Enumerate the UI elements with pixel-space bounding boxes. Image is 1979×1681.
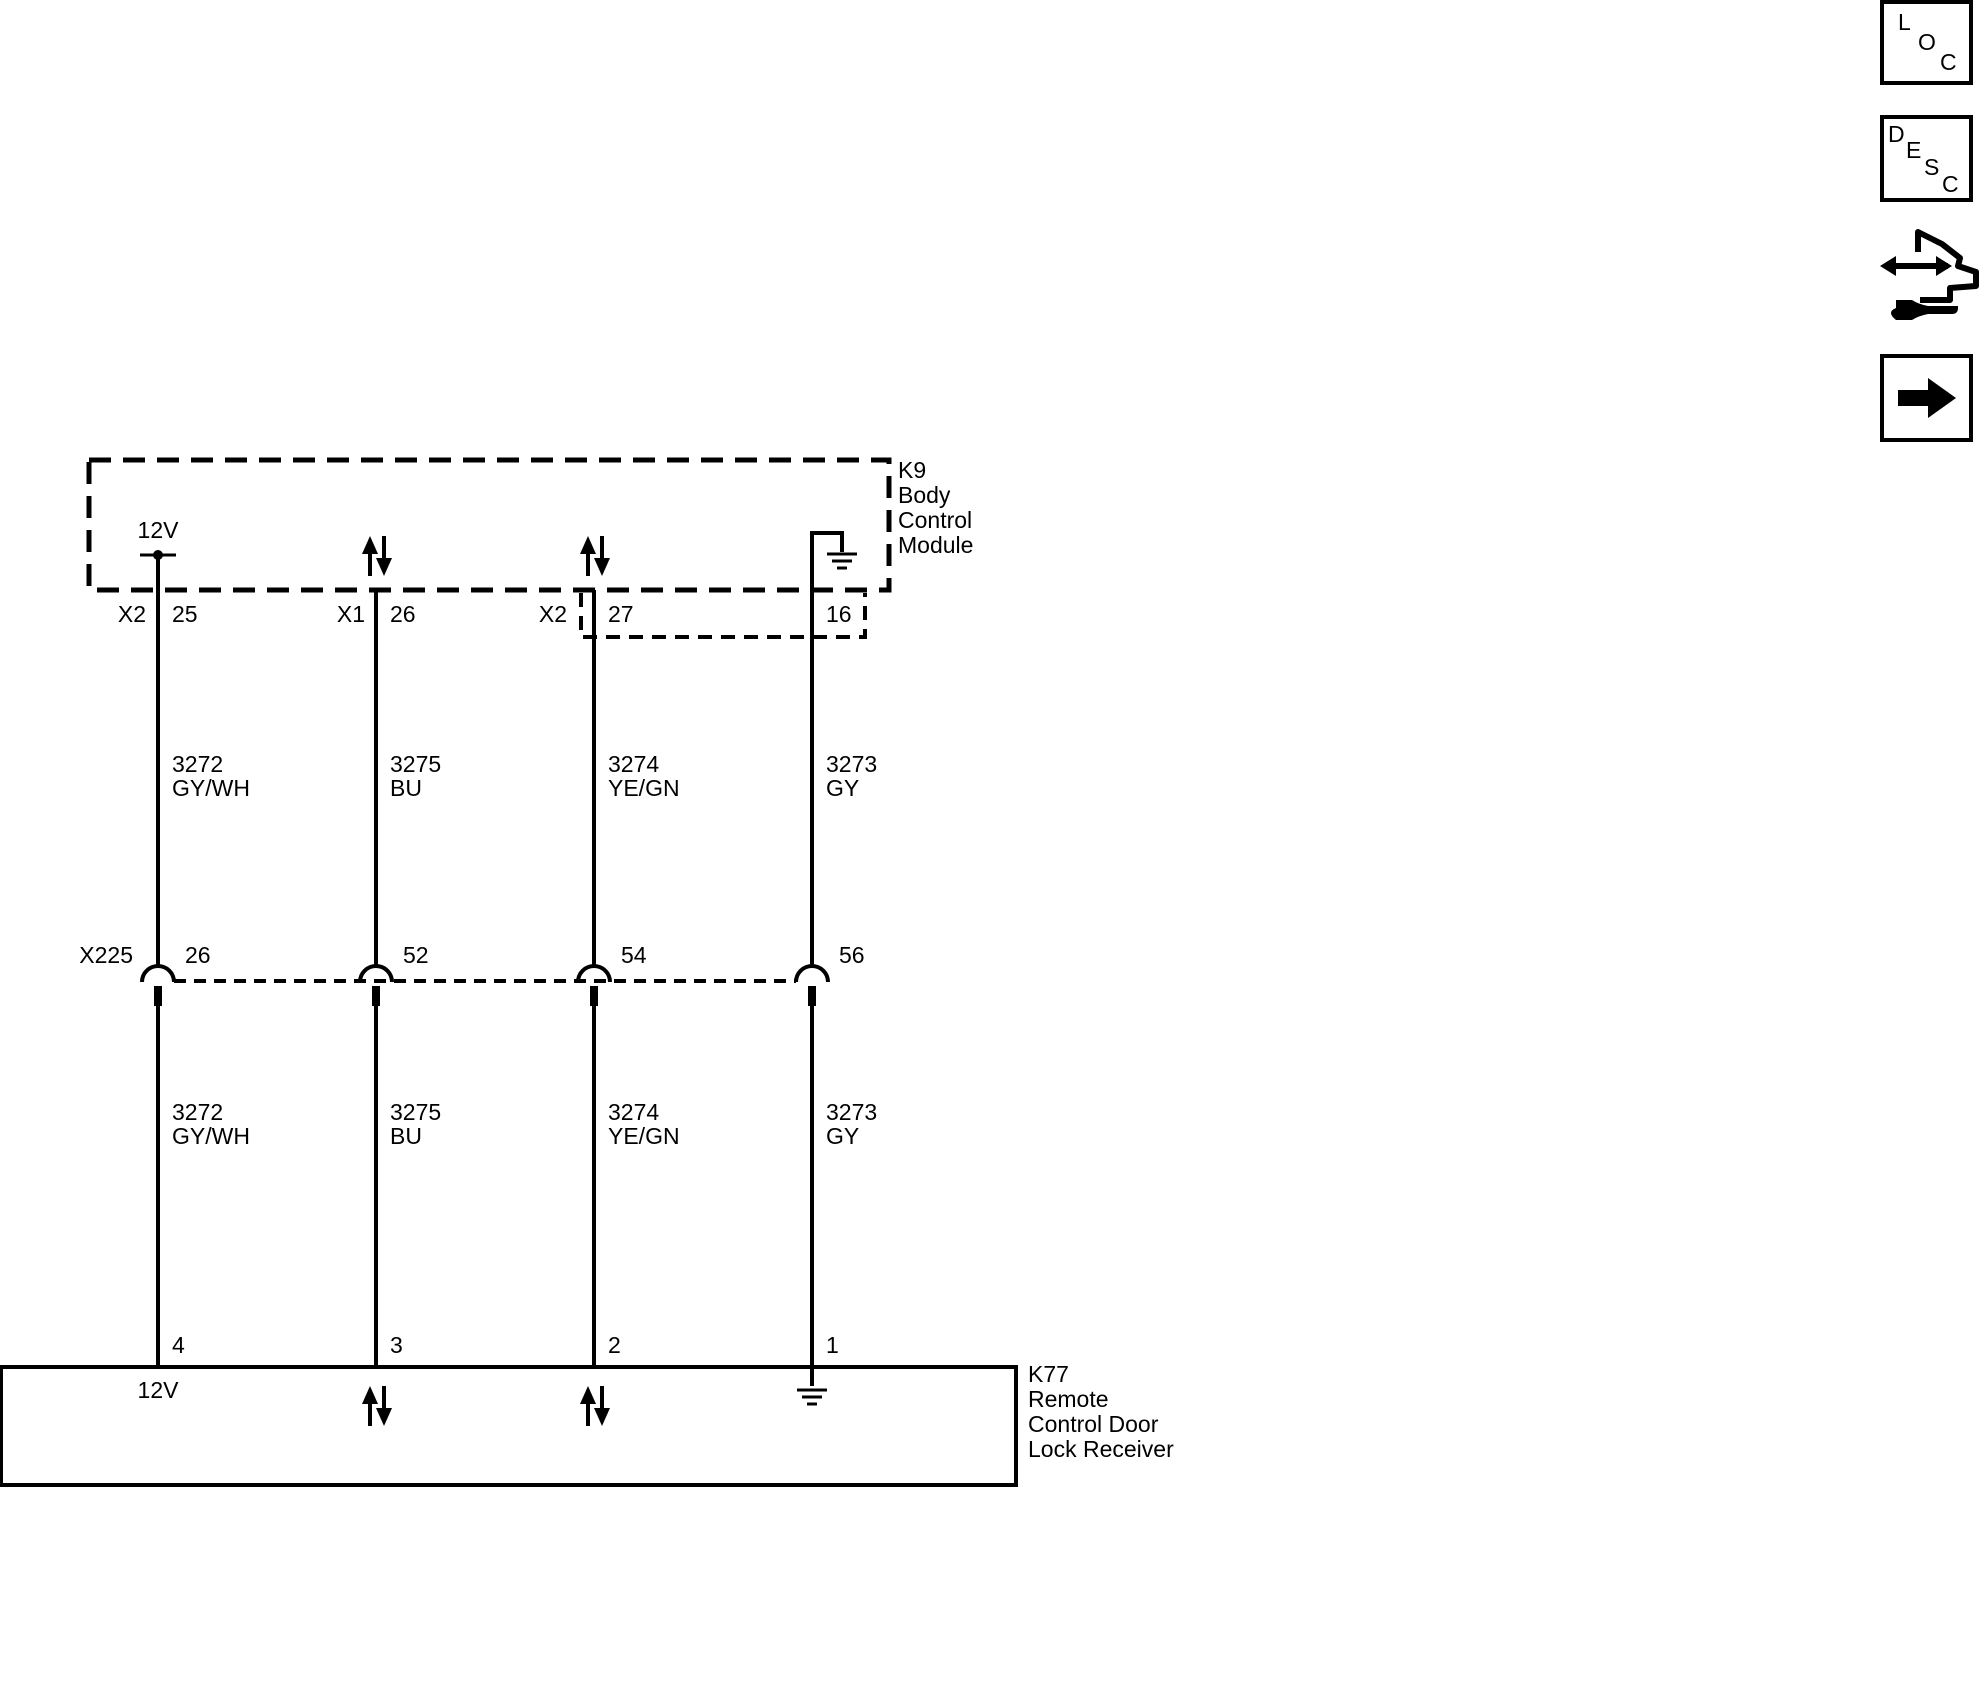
receiver-pin-label-2: 3 — [390, 1332, 403, 1358]
receiver-pin-label-4: 1 — [826, 1332, 839, 1358]
bcm-pin-label-3: 27 — [608, 601, 634, 627]
inline-pin-label-2: 52 — [403, 942, 429, 968]
inline-pin-label-4: 56 — [839, 942, 865, 968]
bcm-ground-icon — [825, 552, 859, 570]
x2-subconnector-outline — [579, 593, 867, 639]
wire-number-upper-3: 3274 — [608, 751, 659, 777]
k77-name-line-3: Lock Receiver — [1028, 1436, 1174, 1462]
bcm-connector-label-3: X2 — [539, 601, 567, 627]
inline-pin-3 — [590, 986, 598, 1006]
k77-ref-label: K77 — [1028, 1361, 1069, 1387]
receiver-pin-label-1: 4 — [172, 1332, 185, 1358]
desc-letter-d: D — [1888, 121, 1905, 147]
k77-name-line-1: Remote — [1028, 1386, 1109, 1412]
bcm-pin-label-2: 26 — [390, 601, 416, 627]
receiver-terminal-label-1: 12V — [138, 1377, 180, 1403]
wire-color-lower-3: YE/GN — [608, 1123, 680, 1149]
k77-name-line-2: Control Door — [1028, 1411, 1159, 1437]
x225-connector-label: X225 — [79, 942, 133, 968]
bcm-bidirectional-arrows-2 — [360, 534, 394, 578]
desc-button[interactable]: D E S C — [1880, 115, 1973, 202]
desc-letter-e: E — [1906, 137, 1921, 163]
k9-module-outline — [86, 457, 892, 593]
wire-color-upper-3: YE/GN — [608, 775, 680, 801]
desc-button-frame — [1880, 115, 1973, 202]
inline-pin-label-3: 54 — [621, 942, 647, 968]
k9-name-line-3: Module — [898, 532, 973, 558]
arrow-right-icon — [1898, 378, 1956, 418]
wire-number-lower-3: 3274 — [608, 1099, 659, 1125]
wire-number-lower-4: 3273 — [826, 1099, 877, 1125]
k9-name-line-2: Control — [898, 507, 972, 533]
inline-socket-1 — [140, 964, 176, 983]
wire-number-upper-2: 3275 — [390, 751, 441, 777]
wire-color-lower-1: GY/WH — [172, 1123, 250, 1149]
bcm-ground-lead — [810, 531, 844, 590]
wire-color-lower-2: BU — [390, 1123, 422, 1149]
bcm-terminal-label-1: 12V — [138, 517, 180, 543]
wire-number-lower-1: 3272 — [172, 1099, 223, 1125]
loc-button-frame — [1880, 0, 1973, 85]
receiver-bidirectional-arrows-2 — [360, 1384, 394, 1428]
loc-letter-l: L — [1898, 9, 1911, 35]
wire-color-lower-4: GY — [826, 1123, 859, 1149]
bcm-bidirectional-arrows-3 — [578, 534, 612, 578]
k9-ref-label: K9 — [898, 457, 926, 483]
receiver-ground-icon — [795, 1388, 829, 1406]
connector-pin-icon[interactable] — [1880, 229, 1979, 320]
wire-number-upper-1: 3272 — [172, 751, 223, 777]
wire-color-upper-4: GY — [826, 775, 859, 801]
inline-socket-4 — [794, 964, 830, 983]
loc-letter-o: O — [1918, 29, 1936, 55]
desc-letter-c: C — [1942, 171, 1959, 197]
inline-socket-3 — [576, 964, 612, 983]
next-button[interactable] — [1880, 354, 1973, 442]
inline-pin-label-1: 26 — [185, 942, 211, 968]
inline-pin-2 — [372, 986, 380, 1006]
wire-color-upper-1: GY/WH — [172, 775, 250, 801]
inline-pin-4 — [808, 986, 816, 1006]
bcm-connector-label-1: X2 — [118, 601, 146, 627]
receiver-pin-label-3: 2 — [608, 1332, 621, 1358]
bcm-pin-label-4: 16 — [826, 601, 852, 627]
inline-pin-1 — [154, 986, 162, 1006]
wire-number-upper-4: 3273 — [826, 751, 877, 777]
bcm-connector-label-2: X1 — [337, 601, 365, 627]
desc-letter-s: S — [1924, 154, 1939, 180]
receiver-bidirectional-arrows-3 — [578, 1384, 612, 1428]
wire-number-lower-2: 3275 — [390, 1099, 441, 1125]
wire-color-upper-2: BU — [390, 775, 422, 801]
k9-name-line-1: Body — [898, 482, 951, 508]
k77-module-outline — [0, 1365, 1018, 1487]
bcm-pin-label-1: 25 — [172, 601, 198, 627]
loc-letter-c: C — [1940, 49, 1957, 75]
inline-socket-2 — [358, 964, 394, 983]
loc-button[interactable]: L O C — [1880, 0, 1973, 85]
